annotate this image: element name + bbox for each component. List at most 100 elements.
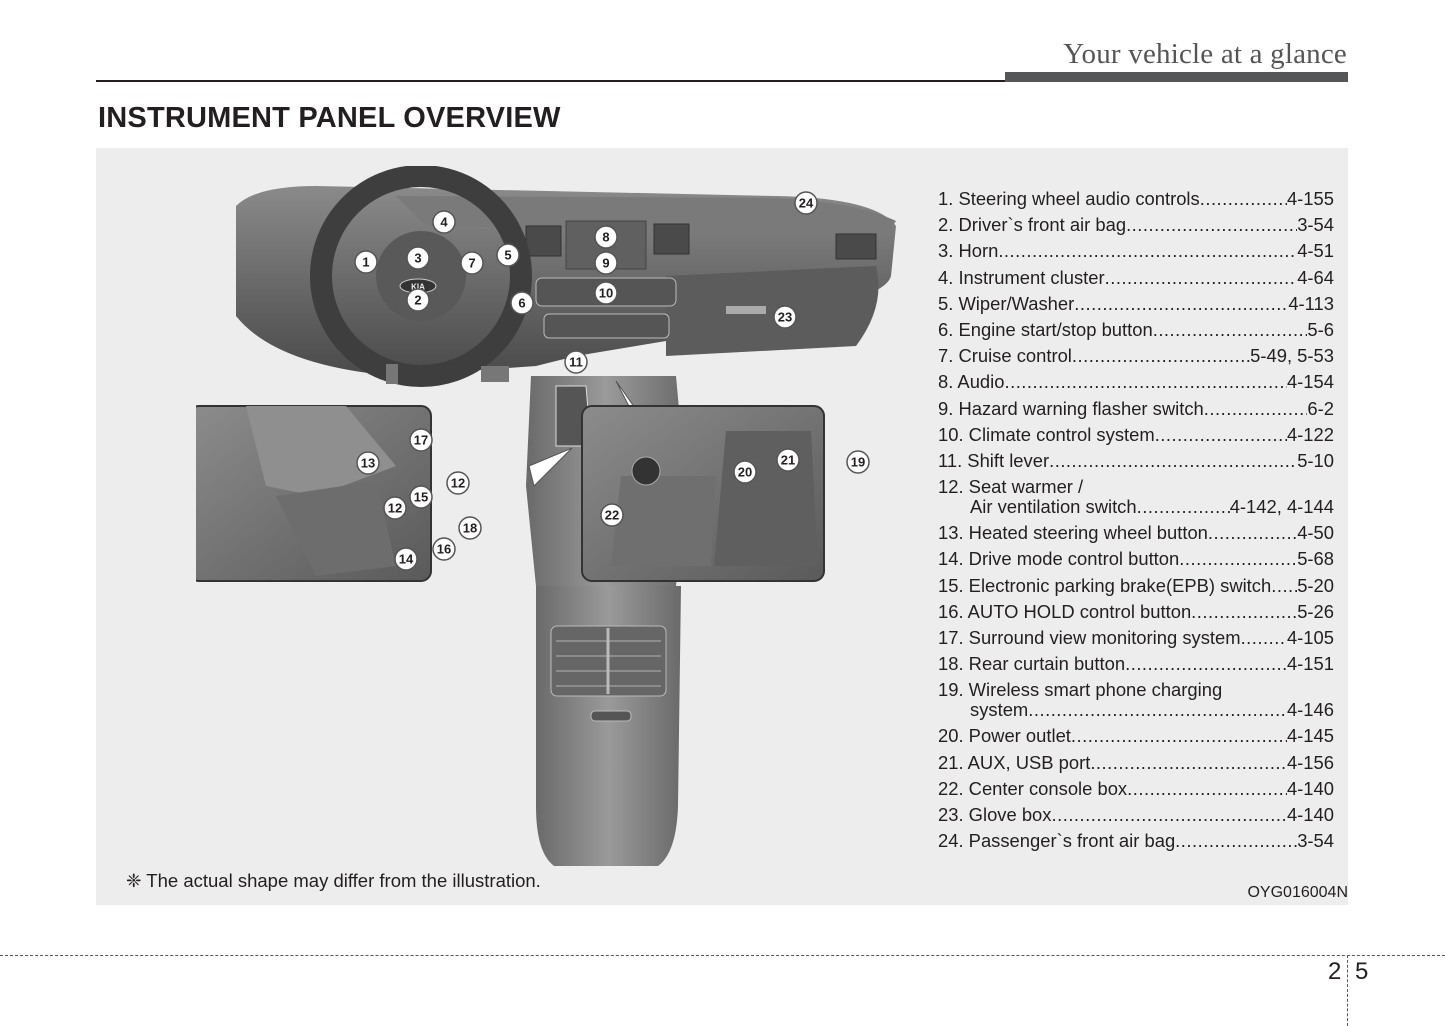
legend-item: 19. Wireless smart phone charging system… bbox=[938, 680, 1334, 720]
svg-text:12: 12 bbox=[451, 476, 465, 491]
callout-24: 24 bbox=[794, 191, 818, 215]
legend-item: 2. Driver`s front air bag3-54 bbox=[938, 212, 1334, 238]
inset-charging-tray bbox=[581, 405, 825, 582]
legend-item: 13. Heated steering wheel button4-50 bbox=[938, 520, 1334, 546]
legend-item: 7. Cruise control5-49, 5-53 bbox=[938, 343, 1334, 369]
callout-16: 16 bbox=[432, 537, 456, 561]
svg-text:2: 2 bbox=[414, 293, 421, 308]
rear-usb-ports bbox=[590, 710, 632, 722]
instrument-panel-illustration: KIA bbox=[196, 166, 896, 866]
legend-item: 4. Instrument cluster4-64 bbox=[938, 265, 1334, 291]
svg-text:10: 10 bbox=[599, 286, 613, 301]
page-title: INSTRUMENT PANEL OVERVIEW bbox=[98, 102, 561, 134]
chapter-number: 2 bbox=[1328, 958, 1342, 985]
callout-8: 8 bbox=[594, 225, 618, 249]
callout-21: 21 bbox=[776, 448, 800, 472]
svg-text:13: 13 bbox=[361, 456, 375, 471]
footer-page-divider bbox=[1347, 955, 1348, 1026]
callout-12b: 12 bbox=[446, 471, 470, 495]
callout-11: 11 bbox=[564, 350, 588, 374]
legend-item: 12. Seat warmer / Air ventilation switch… bbox=[938, 477, 1334, 517]
svg-text:18: 18 bbox=[463, 521, 477, 536]
footer-dashed-rule bbox=[0, 955, 1445, 956]
legend-item: 1. Steering wheel audio controls4-155 bbox=[938, 186, 1334, 212]
svg-text:21: 21 bbox=[781, 453, 795, 468]
legend-item: 10. Climate control system4-122 bbox=[938, 422, 1334, 448]
svg-text:12: 12 bbox=[388, 501, 402, 516]
center-vents bbox=[525, 223, 877, 260]
header-rule bbox=[96, 80, 1006, 82]
callout-23: 23 bbox=[773, 305, 797, 329]
callout-18: 18 bbox=[458, 516, 482, 540]
header-bar bbox=[1005, 72, 1348, 82]
svg-text:1: 1 bbox=[362, 255, 369, 270]
inset-center-controls bbox=[196, 405, 432, 582]
svg-text:23: 23 bbox=[778, 310, 792, 325]
kia-logo: KIA bbox=[411, 283, 425, 292]
glove-box bbox=[666, 266, 879, 356]
accel-pedal bbox=[386, 364, 398, 384]
svg-text:19: 19 bbox=[851, 455, 865, 470]
callout-17: 17 bbox=[409, 428, 433, 452]
callout-20: 20 bbox=[733, 460, 757, 484]
legend-item: 14. Drive mode control button5-68 bbox=[938, 546, 1334, 572]
svg-text:6: 6 bbox=[518, 296, 525, 311]
callout-19: 19 bbox=[846, 450, 870, 474]
svg-text:15: 15 bbox=[414, 490, 428, 505]
callout-14: 14 bbox=[394, 547, 418, 571]
illustration-note: ❈ The actual shape may differ from the i… bbox=[126, 870, 541, 891]
callout-1: 1 bbox=[354, 250, 378, 274]
callout-2: 2 bbox=[406, 288, 430, 312]
legend-item: 17. Surround view monitoring system4-105 bbox=[938, 625, 1334, 651]
legend-item: 21. AUX, USB port4-156 bbox=[938, 750, 1334, 776]
cd-panel bbox=[543, 313, 670, 339]
svg-text:5: 5 bbox=[504, 248, 511, 263]
steering-wheel: KIA bbox=[310, 166, 532, 387]
svg-text:11: 11 bbox=[569, 355, 583, 370]
legend-item: 18. Rear curtain button4-151 bbox=[938, 651, 1334, 677]
svg-text:20: 20 bbox=[738, 465, 752, 480]
callout-15: 15 bbox=[409, 485, 433, 509]
callout-12a: 12 bbox=[383, 496, 407, 520]
svg-text:7: 7 bbox=[468, 256, 475, 271]
callout-9: 9 bbox=[594, 251, 618, 275]
glove-box-handle bbox=[726, 306, 766, 314]
dashboard-top bbox=[396, 196, 896, 236]
callout-7: 7 bbox=[460, 251, 484, 275]
callout-3: 3 bbox=[406, 246, 430, 270]
page-number: 5 bbox=[1355, 958, 1369, 985]
component-legend: 1. Steering wheel audio controls4-155 2.… bbox=[938, 186, 1334, 854]
legend-item: 16. AUTO HOLD control button5-26 bbox=[938, 599, 1334, 625]
figure-panel: KIA bbox=[96, 148, 1348, 905]
callout-13: 13 bbox=[356, 451, 380, 475]
svg-text:14: 14 bbox=[399, 552, 414, 567]
svg-text:3: 3 bbox=[414, 251, 421, 266]
legend-item: 8. Audio4-154 bbox=[938, 369, 1334, 395]
legend-item: 22. Center console box4-140 bbox=[938, 776, 1334, 802]
svg-text:8: 8 bbox=[602, 230, 609, 245]
callout-6: 6 bbox=[510, 291, 534, 315]
legend-item: 9. Hazard warning flasher switch6-2 bbox=[938, 396, 1334, 422]
legend-item: 11. Shift lever5-10 bbox=[938, 448, 1334, 474]
callout-4: 4 bbox=[432, 210, 456, 234]
section-header-title: Your vehicle at a glance bbox=[1063, 38, 1347, 70]
callout-10: 10 bbox=[594, 281, 618, 305]
legend-item: 20. Power outlet4-145 bbox=[938, 723, 1334, 749]
svg-text:22: 22 bbox=[605, 508, 619, 523]
svg-text:4: 4 bbox=[440, 215, 448, 230]
svg-text:24: 24 bbox=[799, 196, 814, 211]
brake-pedal bbox=[481, 366, 509, 382]
legend-item: 15. Electronic parking brake(EPB) switch… bbox=[938, 573, 1334, 599]
callout-5: 5 bbox=[496, 243, 520, 267]
svg-text:9: 9 bbox=[602, 256, 609, 271]
legend-item: 3. Horn4-51 bbox=[938, 238, 1334, 264]
pointer-left bbox=[528, 447, 573, 487]
callout-22: 22 bbox=[600, 503, 624, 527]
svg-text:17: 17 bbox=[414, 433, 428, 448]
legend-item: 5. Wiper/Washer4-113 bbox=[938, 291, 1334, 317]
legend-item: 6. Engine start/stop button5-6 bbox=[938, 317, 1334, 343]
legend-item: 23. Glove box4-140 bbox=[938, 802, 1334, 828]
svg-text:16: 16 bbox=[437, 542, 451, 557]
figure-code: OYG016004N bbox=[1247, 884, 1348, 901]
legend-item: 24. Passenger`s front air bag3-54 bbox=[938, 828, 1334, 854]
